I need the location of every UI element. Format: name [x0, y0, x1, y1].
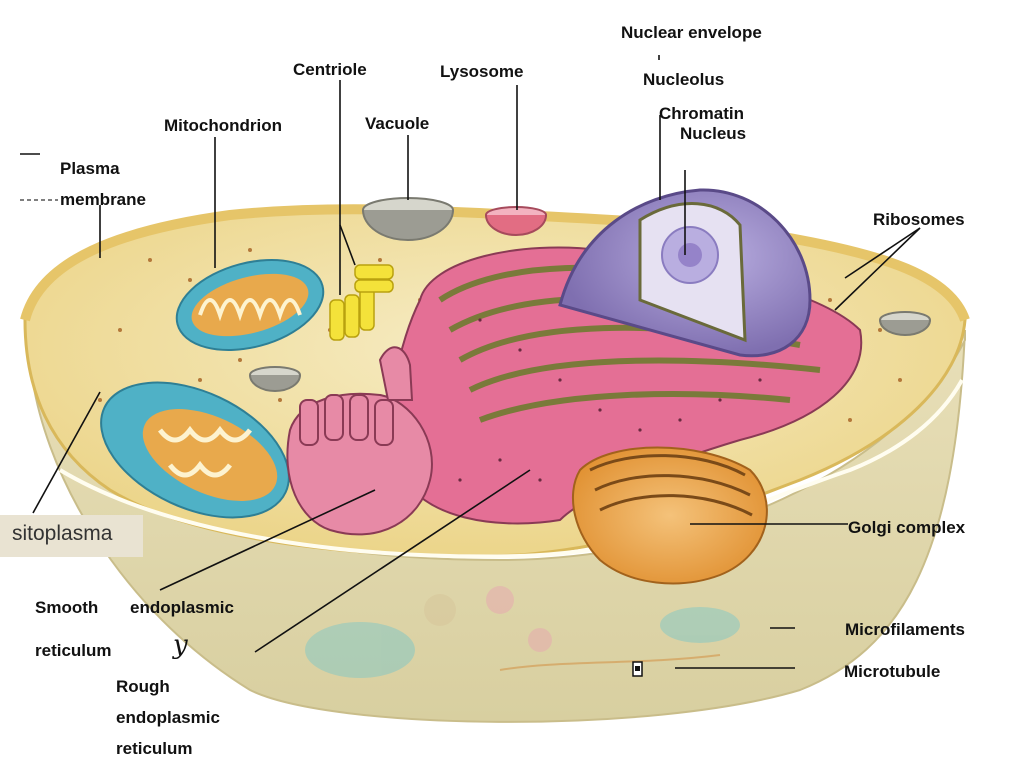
- label-rough: Rough: [116, 677, 170, 696]
- label-endoplasmic-smooth: endoplasmic: [130, 598, 234, 617]
- label-microfilaments: Microfilaments: [845, 620, 965, 639]
- label-microtubule: Microtubule: [844, 662, 941, 681]
- leader-lines: [20, 55, 921, 669]
- nucleus: [558, 188, 812, 358]
- vacuole-small: [249, 366, 301, 392]
- smooth-er: [286, 346, 433, 536]
- vacuole-right: [879, 311, 931, 336]
- label-lysosome: Lysosome: [440, 62, 524, 81]
- mitochondrion-lower: [100, 381, 290, 519]
- label-reticulum-rough: reticulum: [116, 739, 193, 758]
- label-chromatin: Chromatin: [659, 104, 744, 123]
- mitochondrion-upper: [175, 259, 325, 351]
- label-sitoplasma: sitoplasma: [12, 522, 113, 545]
- microtubule-marker-dot: [635, 666, 640, 671]
- centriole: [329, 264, 394, 341]
- label-membrane: membrane: [60, 190, 146, 209]
- label-golgi-complex: Golgi complex: [848, 518, 966, 537]
- label-reticulum-smooth: reticulum: [35, 641, 112, 660]
- lysosome: [485, 206, 547, 236]
- label-y-mark: y: [173, 630, 188, 660]
- label-vacuole: Vacuole: [365, 114, 430, 133]
- base-organelles: [305, 586, 740, 678]
- label-endoplasmic-rough: endoplasmic: [116, 708, 220, 727]
- label-nuclear-envelope: Nuclear envelope: [621, 23, 762, 42]
- label-nucleolus: Nucleolus: [643, 70, 725, 89]
- label-nucleus: Nucleus: [680, 124, 747, 143]
- label-plasma: Plasma: [60, 159, 120, 178]
- label-mitochondrion: Mitochondrion: [164, 116, 283, 135]
- label-smooth: Smooth: [35, 598, 99, 617]
- label-ribosomes: Ribosomes: [873, 210, 965, 229]
- vacuole-main: [362, 197, 454, 241]
- golgi-complex: [572, 446, 768, 585]
- sitoplasma-label-box: [0, 515, 143, 557]
- label-centriole: Centriole: [293, 60, 367, 79]
